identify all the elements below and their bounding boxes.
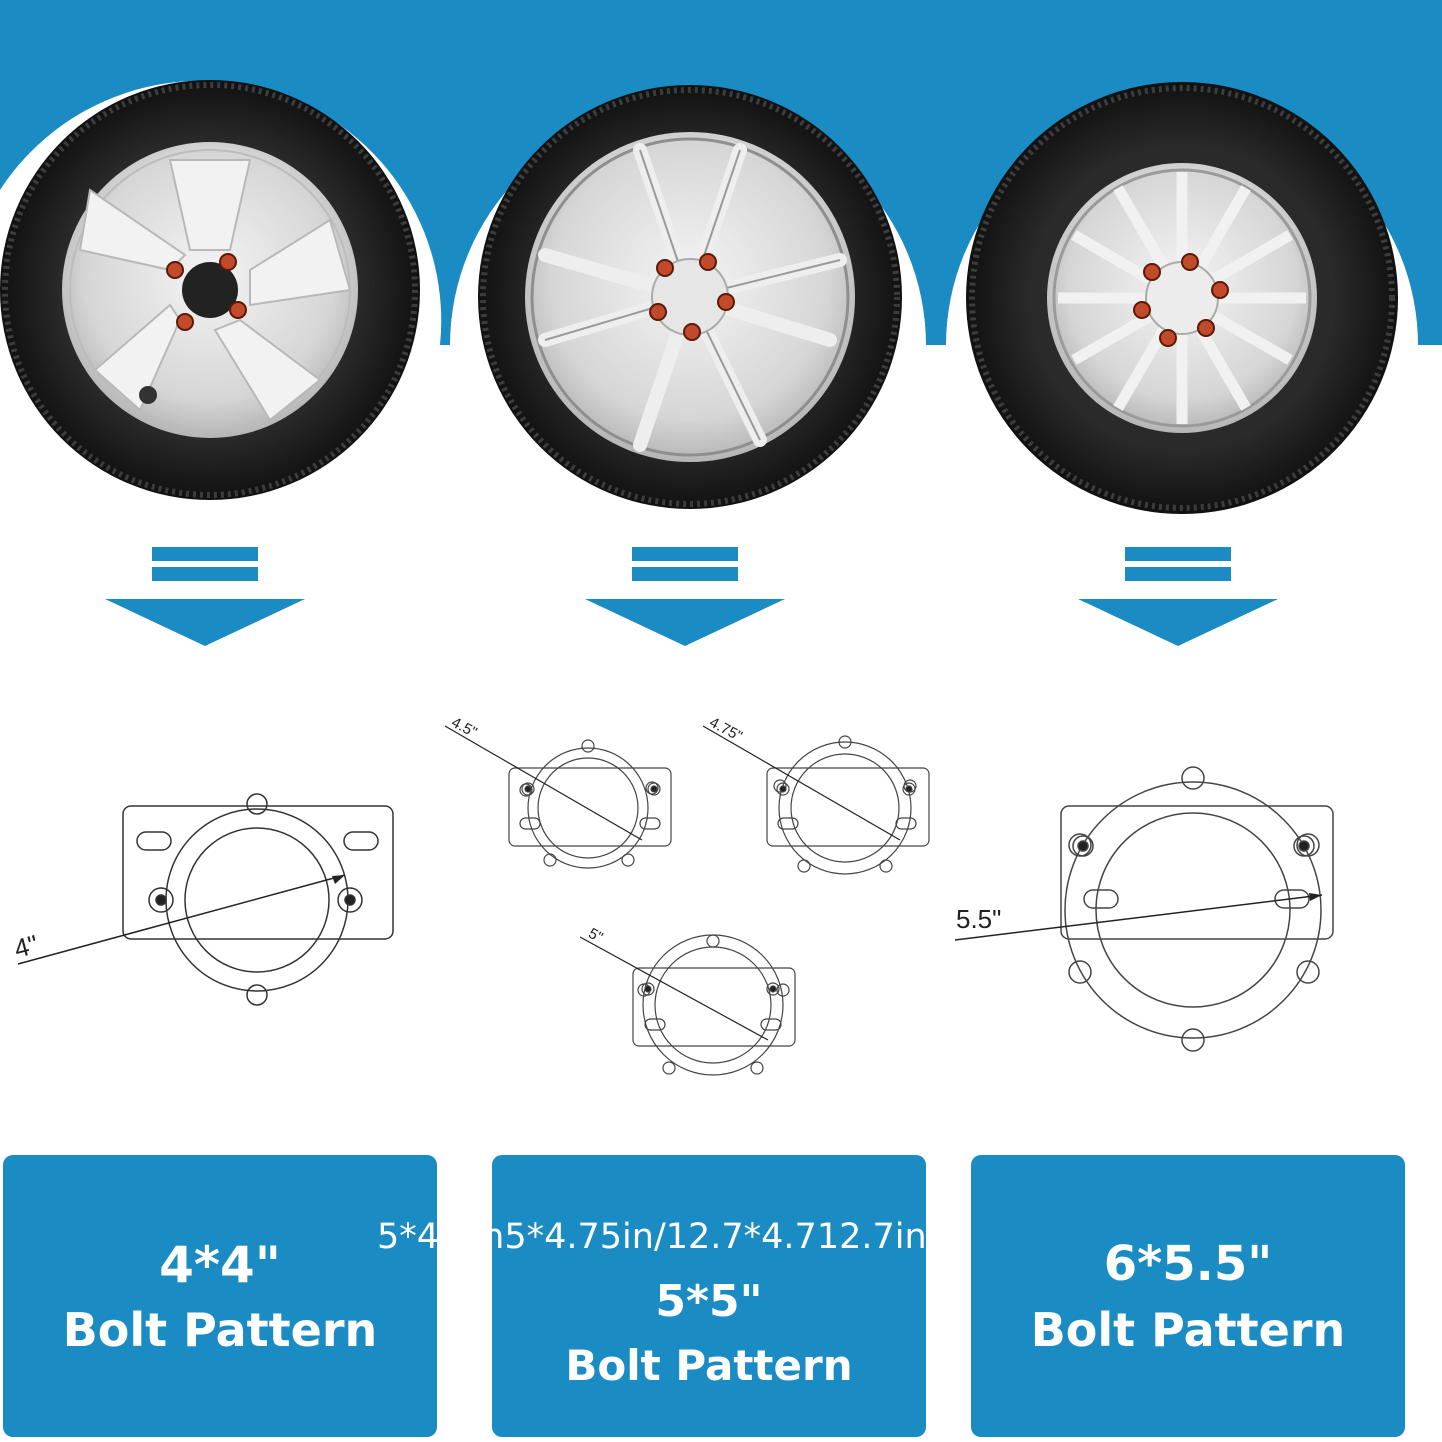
tire-5-lug — [478, 85, 902, 509]
card-size: 6*5.5" — [1103, 1236, 1273, 1292]
diagram-4x4 — [17, 793, 394, 1006]
card-size: 4*4" — [159, 1236, 281, 1294]
card-size: 5*5" — [655, 1276, 763, 1327]
diagram-4-5 — [444, 725, 672, 869]
bolt-pattern-card-6x5-5: 6*5.5" Bolt Pattern — [971, 1155, 1405, 1437]
bolt-pattern-card-4x4: 4*4" Bolt Pattern — [3, 1155, 437, 1437]
arrow-down-icon — [1078, 547, 1278, 646]
bolt-pattern-card-5x5: 5*5" Bolt Pattern — [492, 1155, 926, 1437]
top-band — [0, 0, 1442, 345]
card-label: Bolt Pattern — [565, 1341, 853, 1390]
dim-label-5-5: 5.5" — [956, 904, 1002, 934]
diagram-4-75 — [702, 725, 930, 875]
arrow-down-icon — [585, 547, 785, 646]
tire-4-lug — [0, 80, 420, 500]
card-label: Bolt Pattern — [1030, 1303, 1346, 1357]
card-label: Bolt Pattern — [62, 1303, 378, 1357]
tire-6-lug — [966, 82, 1398, 514]
arrow-down-icon — [105, 547, 305, 646]
overlay-size-text: 5*4.5in5*4.75in/12.7*4.712.7in — [377, 1217, 927, 1257]
diagram-5 — [579, 934, 796, 1076]
diagram-5-5 — [954, 766, 1334, 1052]
